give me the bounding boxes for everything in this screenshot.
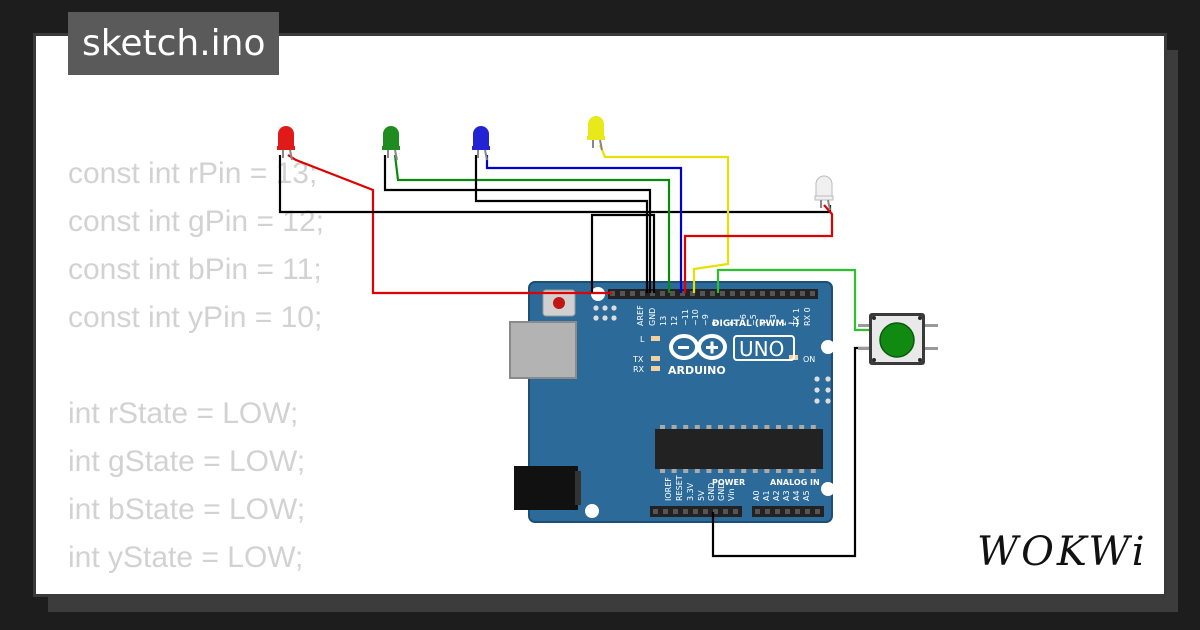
pushbutton[interactable] xyxy=(858,313,938,365)
led-blue[interactable] xyxy=(472,126,490,161)
pin-label: 3.3V xyxy=(686,482,695,501)
pin-label: 4 xyxy=(759,321,768,326)
pin-label: TX 1 xyxy=(792,308,801,327)
wokwi-logo: WOKWi xyxy=(977,529,1148,575)
wire-black-green-led xyxy=(383,155,652,293)
wires xyxy=(278,144,873,558)
led-yellow[interactable] xyxy=(587,116,605,151)
led-green[interactable] xyxy=(382,126,400,161)
pin-label: 7 xyxy=(729,321,738,326)
pin-label: A0 xyxy=(752,490,761,501)
pin-label: 2 xyxy=(779,321,788,326)
power-jack xyxy=(514,466,578,510)
pin-label: A2 xyxy=(772,490,781,501)
pin-label: AREF xyxy=(636,305,645,326)
sketch-title[interactable]: sketch.ino xyxy=(68,12,280,75)
pin-label: ~3 xyxy=(769,314,778,326)
code-preview: const int rPin = 13; const int gPin = 12… xyxy=(68,150,324,582)
pushbutton-cap[interactable] xyxy=(879,322,915,358)
pin-label: Vin xyxy=(727,488,736,501)
wire-black-red-led xyxy=(278,155,832,214)
pin-label: 5V xyxy=(697,490,706,501)
led-label-l: L xyxy=(640,335,645,344)
pin-label: RESET xyxy=(675,475,684,501)
pin-label: 8 xyxy=(711,321,720,326)
pin-label: ~5 xyxy=(749,314,758,326)
pin-label: A4 xyxy=(792,490,801,501)
board-model: UNO xyxy=(739,337,784,361)
code-line: int rState = LOW; xyxy=(68,397,299,430)
power-label: POWER xyxy=(712,478,745,487)
pin-label: ~9 xyxy=(701,314,710,326)
pin-label: IOREF xyxy=(664,477,673,501)
atmega-chip xyxy=(655,429,823,469)
wire-black-blue-led xyxy=(474,155,649,293)
board-brand: ARDUINO xyxy=(668,364,726,377)
led-red[interactable] xyxy=(277,126,295,161)
led-label-on: ON xyxy=(803,355,815,364)
pin-label: A1 xyxy=(762,490,771,501)
code-line: int yState = LOW; xyxy=(68,541,304,574)
usb-port xyxy=(509,321,577,379)
pin-label: 12 xyxy=(670,316,679,326)
code-line: int gState = LOW; xyxy=(68,445,306,478)
pin-label: A3 xyxy=(782,490,791,501)
pin-label: ~6 xyxy=(739,314,748,326)
pin-label: A5 xyxy=(802,490,811,501)
pin-label: GND xyxy=(717,483,726,501)
pin-label: GND xyxy=(648,308,657,326)
code-line: const int gPin = 12; xyxy=(68,205,324,238)
pin-label: 13 xyxy=(659,316,668,326)
pin-label: ~11 xyxy=(681,309,690,326)
led-label-rx: RX xyxy=(633,365,645,374)
pin-label: GND xyxy=(707,483,716,501)
code-line: const int yPin = 10; xyxy=(68,301,323,334)
wire-green-led xyxy=(393,154,671,293)
code-line: const int bPin = 11; xyxy=(68,253,322,286)
wire-red-white-led xyxy=(683,204,834,293)
wire-yellow-led xyxy=(598,144,730,293)
pin-label: RX 0 xyxy=(803,307,812,326)
pin-label: ~10 xyxy=(691,309,700,326)
code-line: int bState = LOW; xyxy=(68,493,306,526)
led-white[interactable] xyxy=(814,175,834,211)
wire-black-gnd xyxy=(590,213,656,293)
analog-label: ANALOG IN xyxy=(770,478,820,487)
digital-label: DIGITAL (PWM ~) xyxy=(712,319,799,329)
uno-badge xyxy=(733,335,795,361)
wire-red-led xyxy=(287,154,612,295)
arduino-logo xyxy=(669,334,727,360)
led-label-tx: TX xyxy=(632,355,644,364)
wire-blue-led xyxy=(485,155,683,293)
code-line: const int rPin = 13; xyxy=(68,157,318,190)
wire-green-button xyxy=(716,268,873,332)
